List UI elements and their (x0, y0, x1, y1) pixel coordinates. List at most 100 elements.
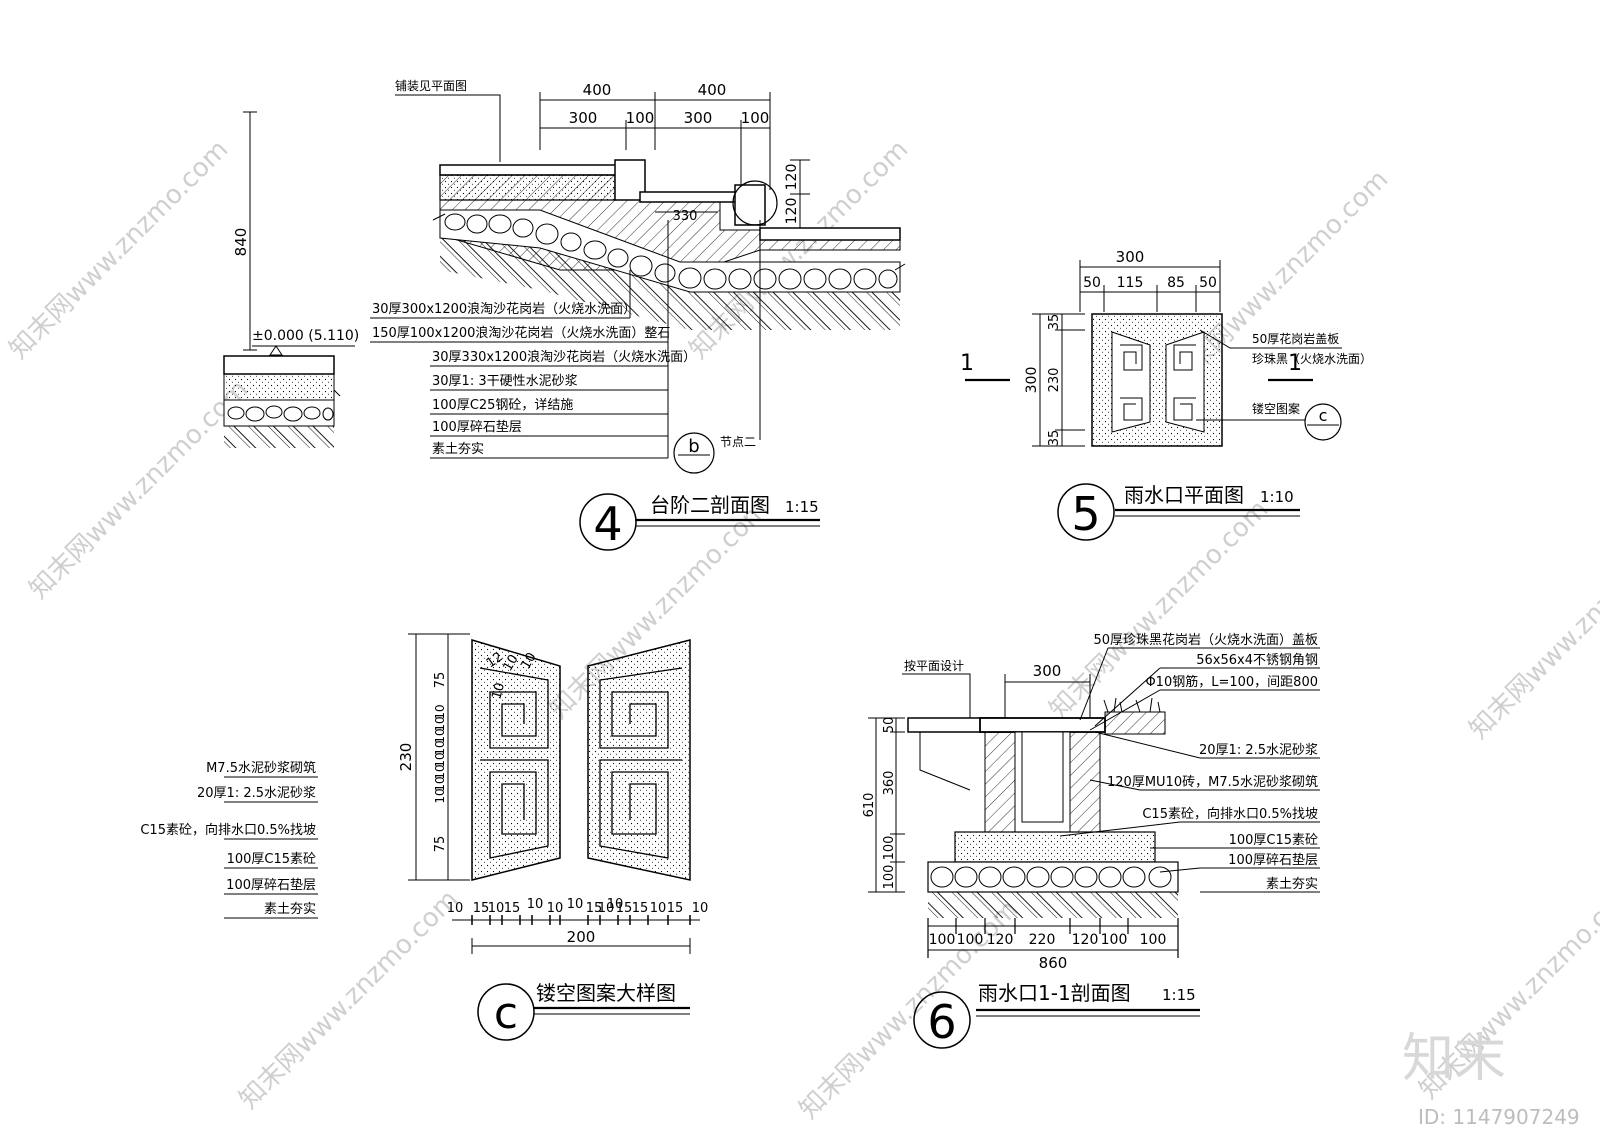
dim-10: 10 (518, 650, 539, 672)
dim-115: 115 (1117, 275, 1144, 291)
drawing-4-number: 4 (593, 497, 622, 551)
dim-400: 400 (698, 81, 727, 99)
dim-100: 100 (626, 109, 655, 127)
dim-10: 10 (500, 652, 521, 674)
drawing-4-number-circle (579, 493, 637, 551)
dim-100: 100 (1101, 932, 1128, 948)
dim-220: 220 (1029, 932, 1056, 948)
stub-note: 100厚碎石垫层 (226, 877, 316, 893)
drawing4-gravel (444, 213, 898, 290)
watermark-text: 知末网www.znzmo.com (4, 134, 235, 365)
dim-100: 100 (1140, 932, 1167, 948)
stub-gravel (227, 405, 334, 422)
d4-note: 100厚碎石垫层 (432, 419, 522, 435)
drawing-5-title: 雨水口平面图 (1124, 483, 1244, 507)
d6-note: 56x56x4不锈钢角钢 (1196, 653, 1318, 668)
dim-230: 230 (397, 743, 415, 772)
drawing-5-number: 5 (1071, 487, 1100, 541)
d6-note: 素土夯实 (1266, 877, 1318, 892)
dim-100: 100 (957, 932, 984, 948)
d4-note: 30厚1: 3干硬性水泥砂浆 (432, 374, 578, 389)
d6-note: 120厚MU10砖，M7.5水泥砂浆砌筑 (1107, 774, 1318, 790)
dim-300: 300 (569, 109, 598, 127)
drain-cover-pattern (1111, 331, 1205, 433)
dim-35: 35 (1047, 314, 1062, 331)
dim-120: 120 (1072, 932, 1099, 948)
stub-note: 100厚C15素砼 (227, 852, 316, 867)
callout-b: b (688, 436, 699, 457)
drawing-5-number-circle (1057, 483, 1115, 541)
d4-note: 素土夯实 (432, 442, 484, 457)
drawing-6-scale: 1:15 (1162, 986, 1196, 1004)
d5-note: 50厚花岗岩盖板 (1252, 331, 1339, 346)
dim-100: 100 (929, 932, 956, 948)
dim-bottom: 10 (447, 901, 464, 916)
dim-10: 10 (527, 897, 544, 912)
d4-note: 30厚330x1200浪淘沙花岗岩（火烧水洗面） (432, 349, 696, 365)
watermark-text: 知末网www.znzmo.com (24, 374, 255, 605)
dim-300-left: 300 (1024, 367, 1040, 394)
drawing-6-number: 6 (927, 995, 956, 1049)
dim-10: 10 (433, 716, 447, 731)
dim-10: 10 (433, 728, 447, 743)
drawing-4-scale: 1:15 (785, 498, 819, 516)
dim-bottom: 15 (504, 901, 521, 916)
dim-10: 10 (567, 897, 584, 912)
d4-note: 100厚C25钢砼，详结施 (432, 398, 573, 413)
dim-10: 10 (607, 897, 624, 912)
section-mark: 1 (1288, 351, 1302, 376)
stub-note: C15素砼，向排水口0.5%找坡 (140, 822, 316, 838)
dim-840: 840 (232, 228, 250, 257)
dim-50: 50 (1199, 275, 1217, 291)
stub-note: 素土夯实 (264, 902, 316, 917)
grass-icon (1103, 697, 1161, 713)
dim-100: 100 (882, 836, 897, 861)
dim-300: 300 (1033, 662, 1062, 680)
drawing-6-drain-section: 按平面设计 300 50 360 610 100 100 (862, 632, 1320, 1049)
d5-note: 镂空图案 (1252, 401, 1300, 416)
drawing-4-step-section: 400 400 300 100 300 100 120 120 铺装见平面图 3… (370, 79, 906, 551)
dim-bottom: 15 (667, 901, 684, 916)
dim-200: 200 (567, 928, 596, 946)
d6-note: C15素砼，向排水口0.5%找坡 (1142, 806, 1318, 822)
brand-logo: 知末 (1402, 1029, 1506, 1089)
drawing-c-pattern-detail: 230 75 10 10 10 10 10 10 10 10 75 12 10 … (397, 633, 709, 1041)
d4-note: 30厚300x1200浪淘沙花岗岩（火烧水洗面） (372, 301, 636, 317)
dim-bottom: 15 (616, 901, 633, 916)
d4-note: 150厚100x1200浪淘沙花岗岩（火烧水洗面）整石 (372, 325, 670, 341)
dim-bottom: 10 (650, 901, 667, 916)
drawing-6-number-circle (913, 991, 971, 1049)
dim-120: 120 (987, 932, 1014, 948)
dim-610: 610 (862, 793, 877, 818)
d5-note: 珍珠黑（火烧水洗面） (1252, 352, 1372, 366)
dim-50: 50 (1083, 275, 1101, 291)
dim-bottom: 10 (488, 901, 505, 916)
dim-ticks (471, 915, 691, 925)
dim-330: 330 (673, 209, 698, 224)
d6-note: 20厚1: 2.5水泥砂浆 (1199, 743, 1318, 758)
stub-note: M7.5水泥砂浆砌筑 (206, 760, 316, 776)
watermark-text: 知末网www.znzmo.com (1464, 514, 1600, 745)
dim-120: 120 (784, 164, 800, 191)
d6-gravel (930, 866, 1172, 888)
d6-note: 100厚C15素砼 (1229, 833, 1318, 848)
dim-10: 10 (433, 764, 447, 779)
drawing-6-title: 雨水口1-1剖面图 (978, 981, 1131, 1005)
dim-100: 100 (882, 865, 897, 890)
left-stub-section: 840 ±0.000 (5.110) M7.5水泥砂浆砌筑 20厚1: 2.5水… (140, 111, 359, 919)
dim-75: 75 (433, 836, 448, 853)
drawing-5-drain-plan: 300 50 115 85 50 300 35 230 35 1 (960, 248, 1372, 541)
dim-10: 10 (433, 776, 447, 791)
dim-35: 35 (1047, 430, 1062, 447)
dim-bottom: 10 (692, 901, 709, 916)
dim-bottom: 15 (473, 901, 490, 916)
drawing-c-title: 镂空图案大样图 (536, 981, 676, 1005)
image-id: ID: 1147907249 (1418, 1105, 1580, 1129)
dim-10: 10 (489, 681, 508, 701)
dim-100: 100 (741, 109, 770, 127)
section-mark: 1 (960, 351, 974, 376)
dim-400: 400 (583, 81, 612, 99)
dim-50: 50 (882, 717, 897, 734)
dim-10: 10 (433, 788, 447, 803)
